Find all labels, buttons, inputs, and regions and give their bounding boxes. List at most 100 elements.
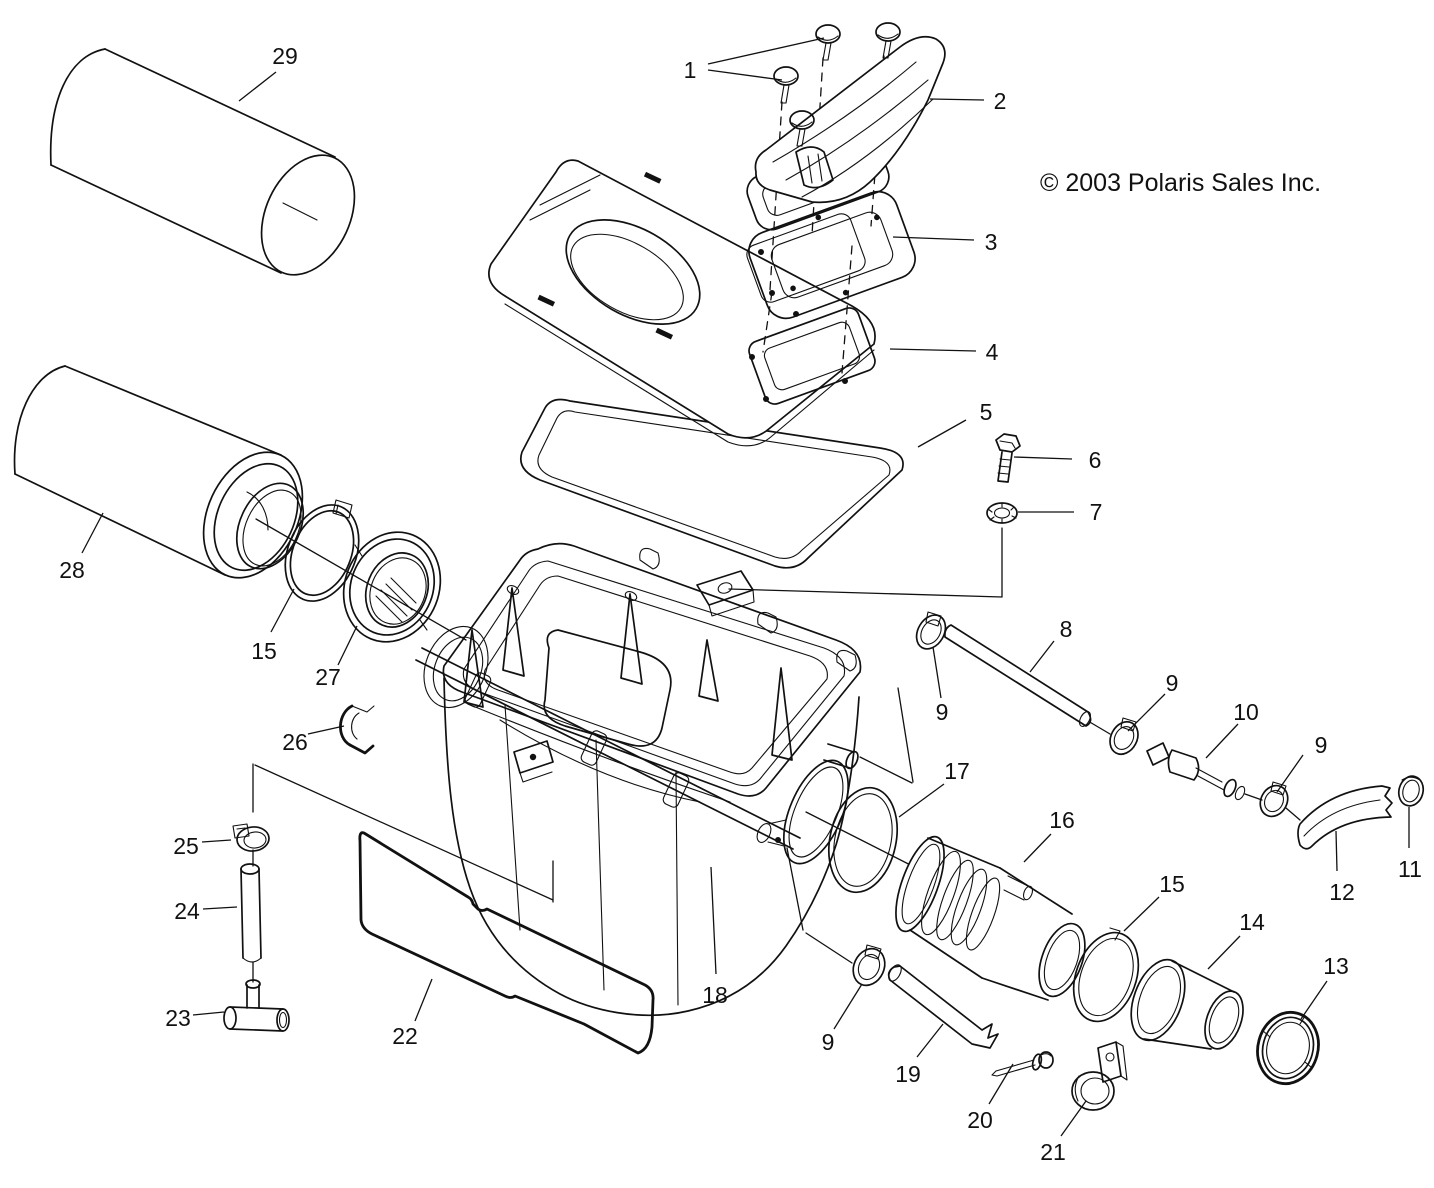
part-number-label: 12 [1329, 879, 1355, 905]
part-number-label: 9 [1315, 732, 1328, 758]
part-9-clamp [1109, 717, 1139, 756]
part-number-label: 20 [967, 1107, 993, 1133]
leader-line [1205, 723, 1239, 759]
part-13-clamp-ring [1256, 1010, 1320, 1086]
part-number-label: 1 [684, 57, 697, 83]
screw [875, 22, 901, 59]
callout-15-29: 15 [251, 588, 295, 664]
part-29-intake-duct [49, 48, 356, 276]
leader-line [1013, 456, 1073, 460]
part-number-label: 9 [936, 699, 949, 725]
part-10-fitting [1146, 742, 1246, 801]
callout-25-26: 25 [173, 833, 232, 859]
leader-line [929, 98, 985, 101]
callout-5-4: 5 [917, 399, 993, 448]
callout-21-22: 21 [1040, 1100, 1087, 1165]
leader-line [81, 512, 104, 554]
screw [789, 110, 815, 147]
leader-line [932, 646, 942, 699]
leader-line [1127, 693, 1166, 732]
callout-24-25: 24 [174, 898, 238, 924]
callout-22-23: 22 [392, 978, 433, 1049]
part-number-label: 7 [1090, 499, 1103, 525]
part-16-bellows-boot [895, 835, 1086, 1001]
callout-28-30: 28 [59, 512, 104, 583]
part-number-label: 18 [702, 982, 728, 1008]
leader-line [1300, 980, 1328, 1020]
reference-lines [252, 527, 1301, 964]
part-number-label: 28 [59, 557, 85, 583]
part-number-label: 17 [944, 758, 970, 784]
leader-line [1276, 754, 1304, 793]
part-number-label: 4 [986, 339, 999, 365]
callout-9-8: 9 [932, 646, 949, 725]
callout-2-1: 2 [929, 88, 1006, 114]
callout-1-0: 1 [684, 37, 825, 83]
callout-3-2: 3 [892, 229, 998, 255]
callout-27-28: 27 [315, 625, 358, 690]
part-number-label: 21 [1040, 1139, 1066, 1165]
part-6-bolt [995, 433, 1021, 483]
callout-7-6: 7 [1018, 499, 1102, 525]
callout-19-20: 19 [895, 1023, 944, 1087]
part-number-label: 9 [1166, 670, 1179, 696]
callout-8-7: 8 [1029, 616, 1073, 673]
leader-line [1029, 640, 1055, 673]
part-number-label: 6 [1089, 447, 1102, 473]
part-21-clamp-bracket [1071, 1041, 1128, 1111]
leader-line [1335, 830, 1338, 872]
screw [815, 24, 841, 61]
part-number-label: 8 [1060, 616, 1073, 642]
leader-line [988, 1063, 1014, 1105]
part-number-label: 9 [822, 1029, 835, 1055]
part-12-hose [1297, 785, 1393, 850]
part-number-label: 23 [165, 1005, 191, 1031]
part-number-label: 14 [1239, 909, 1265, 935]
part-1-screws [773, 22, 901, 147]
part-number-label: 15 [1159, 871, 1185, 897]
callout-labels: 1234567899109111213141516171819202122232… [59, 37, 1422, 1165]
leader-line [201, 839, 232, 843]
leader-line [707, 37, 825, 65]
leader-line [238, 71, 277, 102]
leader-line [337, 625, 358, 666]
part-number-label: 3 [985, 229, 998, 255]
part-25-clamp [232, 823, 270, 852]
leader-line [889, 348, 977, 352]
leader-line [1023, 833, 1052, 863]
leader-line [707, 69, 783, 81]
leader-line [917, 419, 967, 448]
callout-26-27: 26 [282, 725, 345, 755]
part-20-pin [991, 1051, 1054, 1077]
part-9-clamp [852, 944, 886, 987]
part-number-label: 5 [980, 399, 993, 425]
callout-17-18: 17 [898, 758, 970, 818]
leader-line [710, 866, 717, 975]
callout-10-10: 10 [1205, 699, 1259, 759]
callout-18-19: 18 [702, 866, 728, 1008]
leader-line [833, 983, 863, 1030]
callout-14-15: 14 [1207, 909, 1265, 970]
part-number-label: 27 [315, 664, 341, 690]
leader-line [1060, 1100, 1087, 1137]
part-5-seal [520, 398, 904, 569]
part-26-clip [339, 704, 375, 755]
leader-line [892, 236, 975, 241]
part-number-label: 25 [173, 833, 199, 859]
part-number-label: 13 [1323, 953, 1349, 979]
part-22-foam-pad [358, 831, 655, 1055]
part-number-label: 15 [251, 638, 277, 664]
part-number-label: 24 [174, 898, 200, 924]
part-number-label: 19 [895, 1061, 921, 1087]
leader-line [202, 906, 238, 910]
part-number-label: 11 [1398, 856, 1422, 882]
part-17-o-ring [828, 786, 898, 894]
part-23-t-fitting [223, 849, 290, 1032]
leader-line [1123, 896, 1160, 932]
leader-line [898, 783, 945, 818]
part-19-vent-tube [887, 964, 999, 1049]
part-number-label: 26 [282, 729, 308, 755]
part-14-adapter-boot [1130, 958, 1244, 1050]
